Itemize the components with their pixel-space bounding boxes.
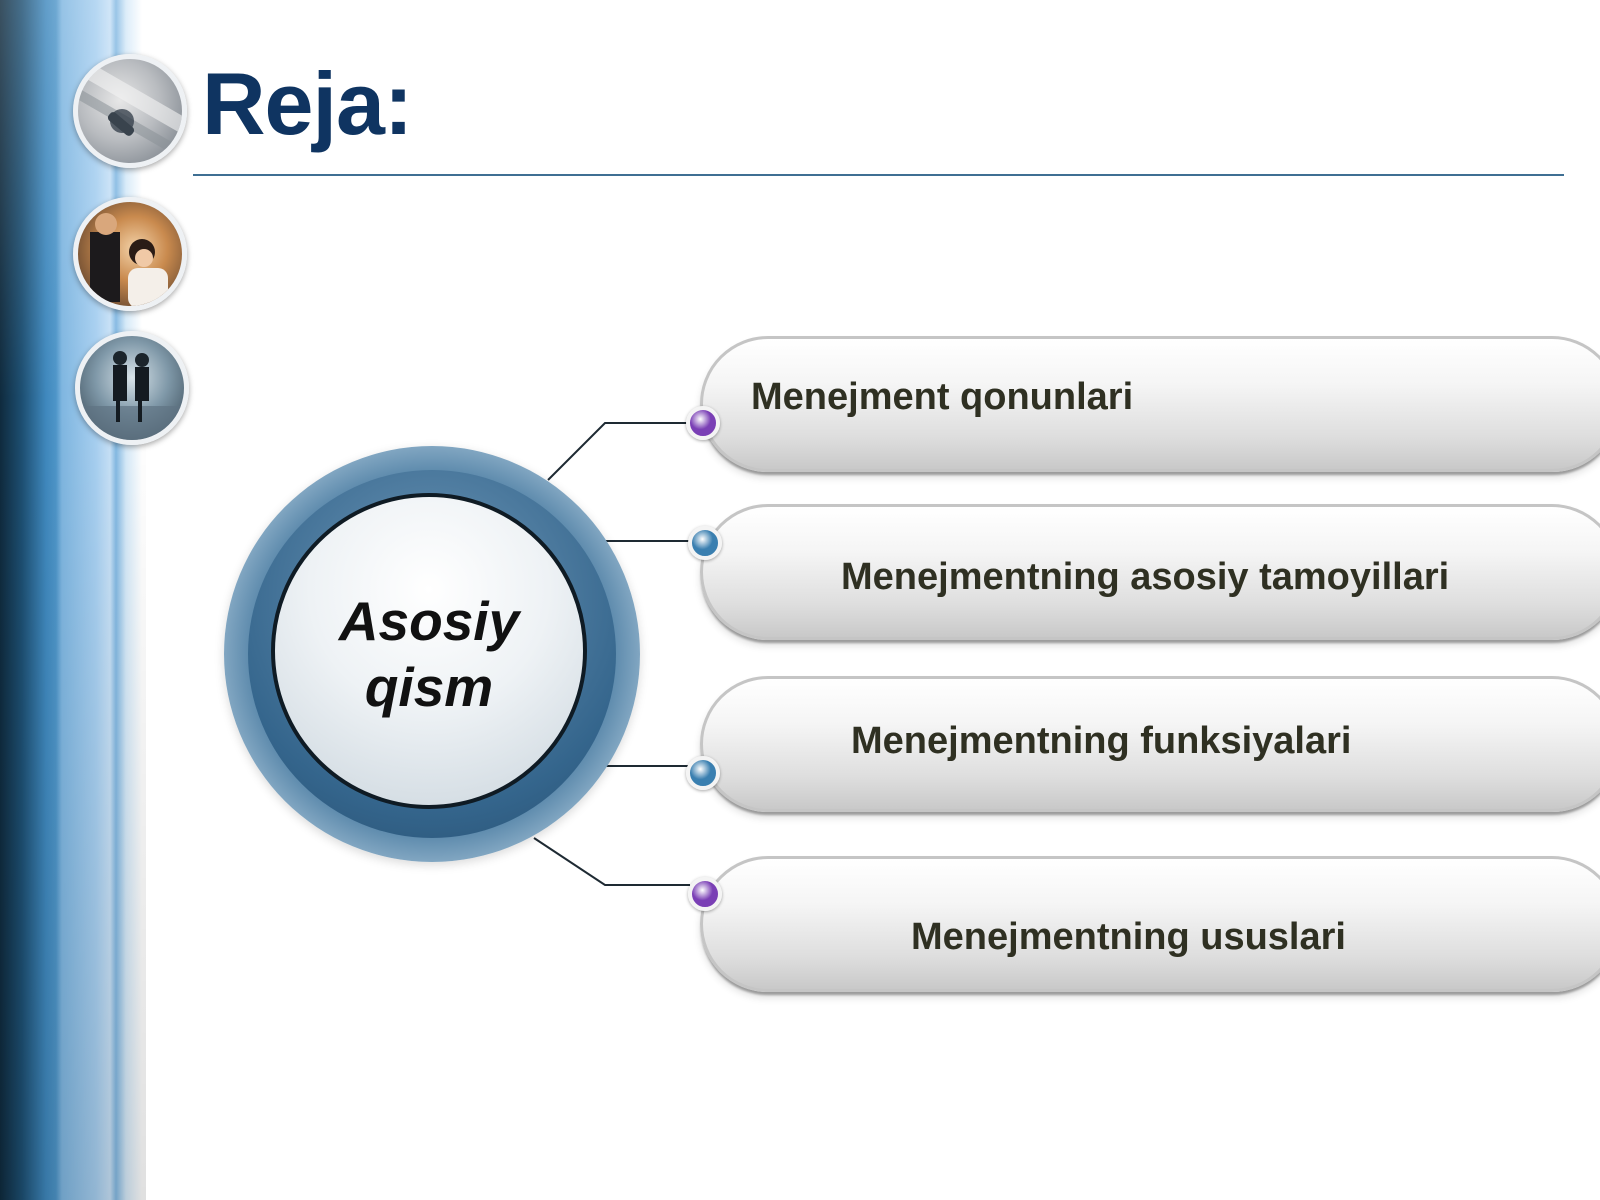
slide-title: Reja: — [202, 54, 413, 153]
bullet-dot-4 — [688, 877, 722, 911]
connector-line-4 — [533, 837, 690, 886]
connector-line-1 — [547, 422, 690, 481]
topic-pill-4: Menejmentning ususlari — [700, 856, 1600, 992]
topic-pill-label: Menejment qonunlari — [751, 376, 1134, 418]
topic-pill-label: Menejmentning asosiy tamoyillari — [841, 556, 1450, 598]
business-meeting-photo-icon — [73, 197, 187, 311]
topic-pill-label: Menejmentning ususlari — [911, 916, 1346, 958]
center-hub-label: Asosiy qism — [271, 588, 587, 720]
topic-pill-2: Menejmentning asosiy tamoyillari — [700, 504, 1600, 640]
center-hub-disc — [271, 493, 587, 809]
bullet-dot-2 — [688, 526, 722, 560]
bullet-dot-3 — [686, 756, 720, 790]
businessmen-walking-photo-icon — [75, 331, 189, 445]
topic-pill-label: Menejmentning funksiyalari — [851, 720, 1352, 762]
handshake-photo-icon — [73, 54, 187, 168]
topic-pill-3: Menejmentning funksiyalari — [700, 676, 1600, 812]
title-divider — [193, 174, 1564, 176]
bullet-dot-1 — [686, 406, 720, 440]
center-hub-line-2: qism — [364, 656, 494, 718]
center-hub-line-1: Asosiy — [338, 590, 520, 652]
topic-pill-1: Menejment qonunlari — [700, 336, 1600, 472]
